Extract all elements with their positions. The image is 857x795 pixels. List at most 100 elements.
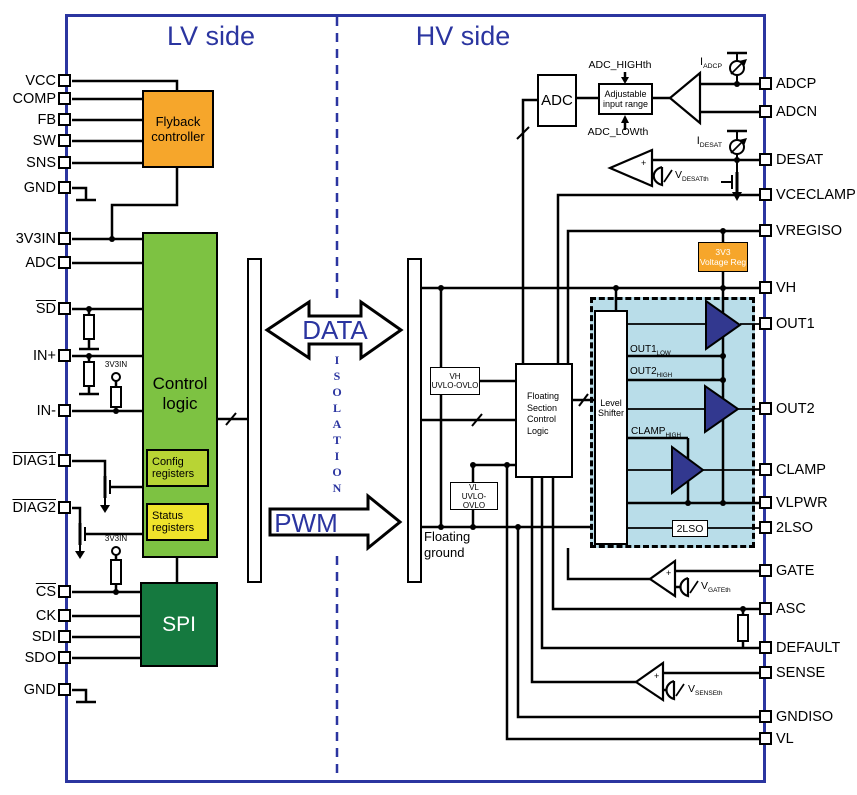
pin-vcc-square <box>58 74 71 87</box>
clamp-driver-triangle <box>671 445 705 495</box>
pin-cs-square <box>58 585 71 598</box>
pin-out1-square <box>759 317 772 330</box>
pin-asc-square <box>759 602 772 615</box>
pin-label-sw: SW <box>32 133 56 149</box>
pin-label-out2: OUT2 <box>776 401 815 417</box>
sense-comparator <box>634 660 665 703</box>
config-registers-block: Config registers <box>146 449 209 487</box>
clamp-high-label: CLAMPHIGH <box>631 426 681 439</box>
pin-vl-square <box>759 732 772 745</box>
flyback-controller-block: Flyback controller <box>142 90 214 168</box>
pin-label-adcp: ADCP <box>776 76 817 92</box>
pin-label-sd: SD <box>35 301 56 317</box>
pin-desat-square <box>759 153 772 166</box>
pin-label-ck: CK <box>35 608 56 624</box>
pin-label-sense: SENSE <box>776 665 826 681</box>
data-arrow <box>264 299 404 361</box>
pin-adc-square <box>58 256 71 269</box>
hv-side-header: HV side <box>415 21 511 51</box>
pin-label-adcn: ADCN <box>776 104 818 120</box>
pin-adcn-square <box>759 105 772 118</box>
pin-label-vh: VH <box>776 280 797 296</box>
pin-label-in: IN+ <box>33 348 56 364</box>
pin-label-fb: FB <box>37 112 56 128</box>
pin-label-cs: CS <box>35 584 56 600</box>
pin-label-vcc: VCC <box>25 73 56 89</box>
adc-input-amplifier <box>668 70 702 126</box>
pin-sdo-square <box>58 651 71 664</box>
pin-label-diag2: DIAG2 <box>12 500 56 516</box>
level-shifter-label: Level Shifter <box>597 398 624 418</box>
iadcp-current-source <box>727 51 747 84</box>
junction-dots <box>86 81 746 612</box>
idesat-current-source <box>727 129 747 160</box>
svg-text:-: - <box>666 586 669 596</box>
data-arrow-label: DATA <box>302 315 368 345</box>
pin-label-gnd: GND <box>23 180 56 196</box>
status-registers-block: Status registers <box>146 503 209 541</box>
pin-sd-square <box>58 302 71 315</box>
3v3in-supply-label: 3V3IN <box>104 534 128 543</box>
supply-terminal-3v3in <box>111 546 121 556</box>
out2-driver-triangle <box>704 384 740 434</box>
supply-terminal-3v3in <box>111 372 121 382</box>
pin-2lso-square <box>759 521 772 534</box>
3v3in-supply-label: 3V3IN <box>104 360 128 369</box>
asc-default-resistor <box>737 614 749 642</box>
pin-vregiso-square <box>759 224 772 237</box>
pin-sdi-square <box>58 630 71 643</box>
pin-label-default: DEFAULT <box>776 640 841 656</box>
diag2-mosfet <box>75 523 86 559</box>
pin-diag1-square <box>58 454 71 467</box>
vh-uvlo-ovlo-block: VH UVLO-OVLO <box>430 367 480 395</box>
vgateth-label: VGATEth <box>701 580 731 595</box>
vdesatth-label: VDESATth <box>675 169 709 184</box>
pin-label-in: IN- <box>36 403 56 419</box>
bus-slashes <box>225 126 589 427</box>
pin-vceclamp-square <box>759 188 772 201</box>
adjustable-input-range-block: Adjustable input range <box>598 83 653 115</box>
2lso-block: 2LSO <box>672 520 708 537</box>
lv-wires <box>72 79 247 704</box>
pin-fb-square <box>58 113 71 126</box>
pin-sw-square <box>58 134 71 147</box>
isolation-barrier-right <box>407 258 422 583</box>
adc-block: ADC <box>537 74 577 127</box>
pin-label-3v3in: 3V3IN <box>15 231 56 247</box>
pin-label-sdi: SDI <box>31 629 56 645</box>
cs-pullup-resistor <box>110 559 122 585</box>
pin-label-diag1: DIAG1 <box>12 453 56 469</box>
adc-highth-label: ADC_HIGHth <box>588 59 652 71</box>
3v3-voltage-reg-block: 3V3 Voltage Reg <box>698 242 748 272</box>
svg-text:-: - <box>641 176 644 186</box>
pin-label-vl: VL <box>776 731 794 747</box>
pin-label-gate: GATE <box>776 563 815 579</box>
pin-vh-square <box>759 281 772 294</box>
vsenseth-label: VSENSEth <box>688 683 723 698</box>
adc-lowth-label: ADC_LOWth <box>587 126 649 138</box>
pin-adcp-square <box>759 77 772 90</box>
pin-label-comp: COMP <box>12 91 57 107</box>
pin-label-2lso: 2LSO <box>776 520 814 536</box>
pin-sense-square <box>759 666 772 679</box>
pin-gnd-square <box>58 181 71 194</box>
driver-signal-wires <box>628 323 760 529</box>
spi-block: SPI <box>140 582 218 667</box>
pin-label-asc: ASC <box>776 601 806 617</box>
adc-high-arrow <box>621 77 629 84</box>
idesat-label: IDESAT <box>696 135 722 150</box>
inn-pullup-resistor <box>110 386 122 408</box>
pin-3v3in-square <box>58 232 71 245</box>
pin-label-clamp: CLAMP <box>776 462 826 478</box>
pin-label-sdo: SDO <box>24 650 56 666</box>
adc-low-arrow <box>621 115 629 123</box>
lv-side-header: LV side <box>166 21 256 51</box>
svg-text:-: - <box>654 690 657 700</box>
vgateth-source <box>679 576 699 598</box>
gate-comparator <box>648 558 677 599</box>
outer-border <box>65 14 766 783</box>
pin-in-square <box>58 349 71 362</box>
